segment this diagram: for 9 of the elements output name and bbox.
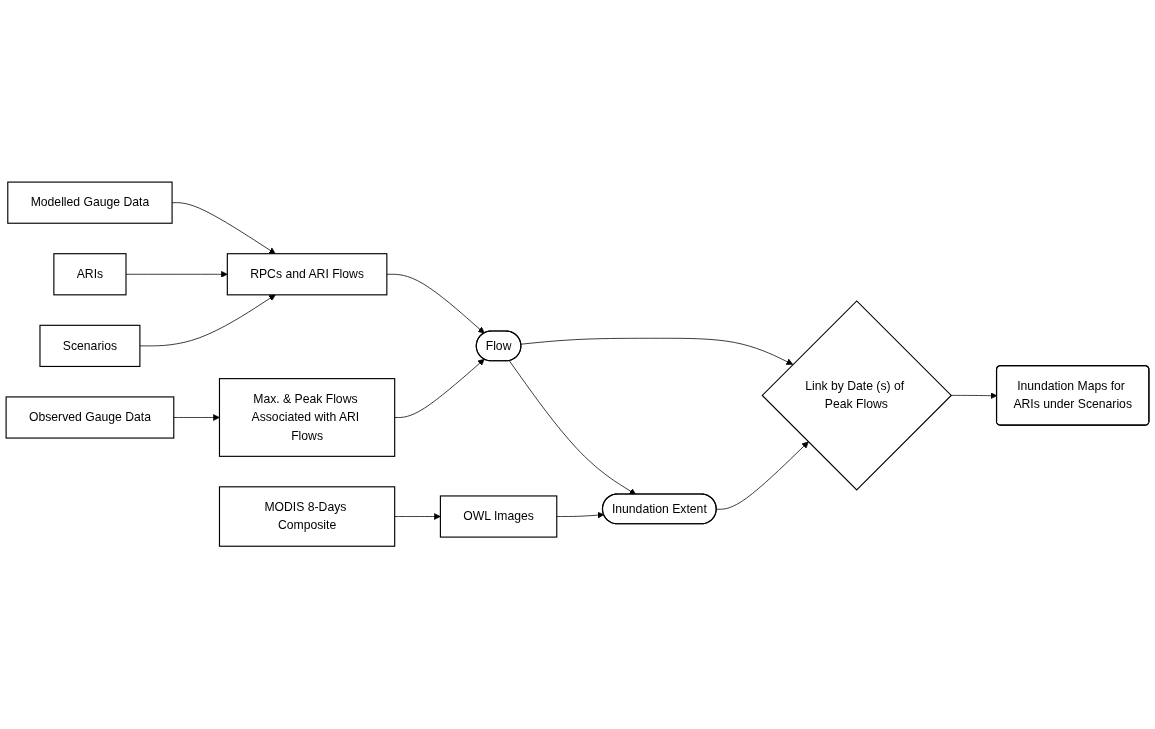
node-box: OWL Images [439,495,558,538]
node-box: RPCs and ARI Flows [226,253,388,296]
node-box: MODIS 8-Days Composite [218,486,396,548]
node-box: ARIs [53,253,127,296]
node-box: Observed Gauge Data [5,396,175,439]
node-box: Max. & Peak Flows Associated with ARI Flows [218,378,396,458]
node-box: Modelled Gauge Data [7,181,173,225]
node-diamond: Link by Date (s) of Peak Flows [761,300,952,491]
node-box: Scenarios [39,325,141,368]
